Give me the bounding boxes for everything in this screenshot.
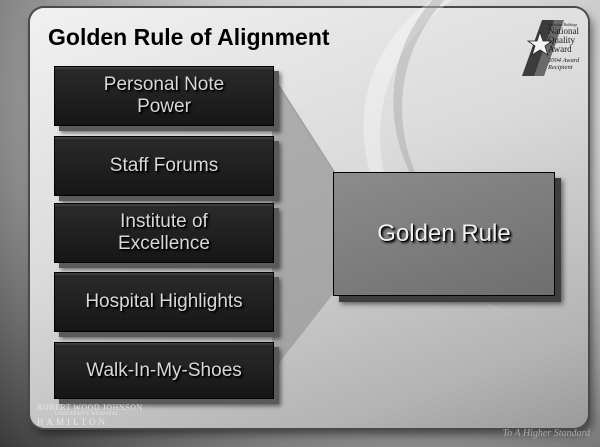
item-box-staff-forums: Staff Forums (54, 136, 274, 196)
award-line-4: Award (548, 44, 572, 54)
golden-rule-label: Golden Rule (377, 220, 511, 247)
item-box-walk-in-my-shoes: Walk-In-My-Shoes (54, 342, 274, 399)
tagline: To A Higher Standard (502, 428, 590, 439)
item-box-personal-note-power: Personal Note Power (54, 66, 274, 126)
item-label: Institute of Excellence (118, 211, 210, 254)
baldrige-award-star-icon (522, 20, 564, 76)
golden-rule-box: Golden Rule (333, 172, 555, 296)
award-line-3: Quality (548, 35, 575, 45)
award-text: Malcolm Baldrige National Quality Award … (548, 22, 596, 71)
org-city: HAMILTON (37, 417, 109, 427)
item-label: Hospital Highlights (85, 291, 243, 312)
item-label: Staff Forums (109, 155, 219, 176)
award-line-2: National (548, 26, 579, 36)
org-name: ROBERT WOOD JOHNSON (37, 403, 143, 412)
award-line-5: 2004 Award (548, 57, 580, 64)
item-label: Walk-In-My-Shoes (86, 359, 242, 381)
item-box-institute-of-excellence: Institute of Excellence (54, 203, 274, 263)
award-line-6: Recipient (548, 64, 573, 71)
item-label: Personal Note Power (103, 74, 225, 117)
org-subtitle: UNIVERSITY HOSPITAL (55, 412, 120, 417)
award-line-1: Malcolm Baldrige (548, 22, 578, 27)
item-box-hospital-highlights: Hospital Highlights (54, 272, 274, 332)
slide-title: Golden Rule of Alignment (48, 24, 330, 50)
hospital-logo-text: ROBERT WOOD JOHNSON UNIVERSITY HOSPITAL … (37, 403, 143, 427)
